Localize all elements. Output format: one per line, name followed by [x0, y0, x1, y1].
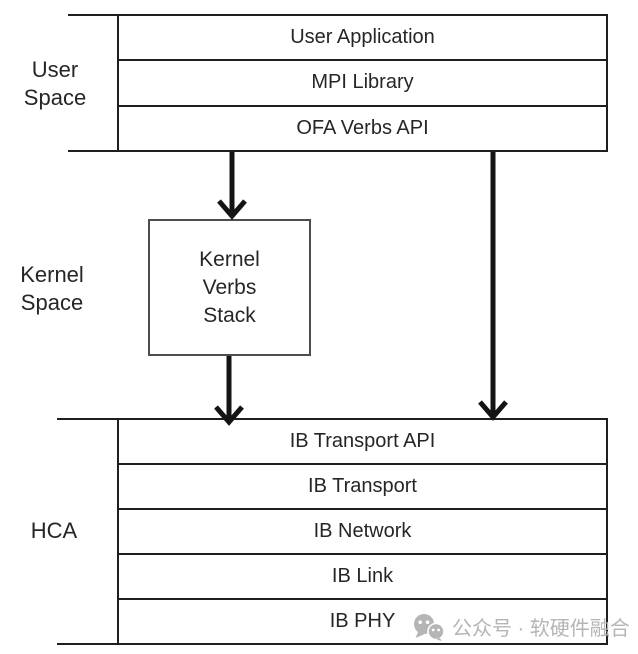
wechat-icon: [414, 613, 445, 641]
arrow-ofa-to-kernel-icon: [217, 152, 247, 220]
hca-stack-box: IB Transport API IB Transport IB Network…: [117, 418, 608, 645]
user-application-row: User Application: [290, 26, 435, 49]
kernel-verbs-stack-box: Kernel Verbs Stack: [148, 219, 311, 356]
mpi-library-row: MPI Library: [119, 59, 606, 104]
arrow-ofa-to-hca-direct-icon: [478, 152, 508, 421]
user-space-stack-box: User Application MPI Library OFA Verbs A…: [117, 14, 608, 152]
ib-transport-api-row: IB Transport API: [289, 430, 436, 452]
watermark-text: 公众号 · 软硬件融合: [452, 618, 630, 640]
ib-transport-row: IB Transport: [119, 463, 606, 508]
ofa-verbs-api-row: OFA Verbs API: [119, 104, 606, 150]
hca-label: HCA: [30, 518, 78, 543]
ib-link-row: IB Link: [119, 553, 606, 598]
ib-network-row: IB Network: [119, 508, 606, 553]
kernel-verbs-stack-line: Stack: [203, 303, 256, 327]
kernel-verbs-stack-line: Verbs: [202, 275, 257, 299]
kernel-space-label: Kernel Space: [20, 262, 84, 315]
arrow-kernel-to-hca-icon: [214, 356, 244, 426]
user-space-label: User Space: [23, 57, 87, 110]
kernel-verbs-stack-line: Kernel: [199, 247, 260, 271]
ib-phy-row: IB PHY: [119, 598, 606, 643]
watermark: 公众号 · 软硬件融合: [412, 612, 630, 641]
